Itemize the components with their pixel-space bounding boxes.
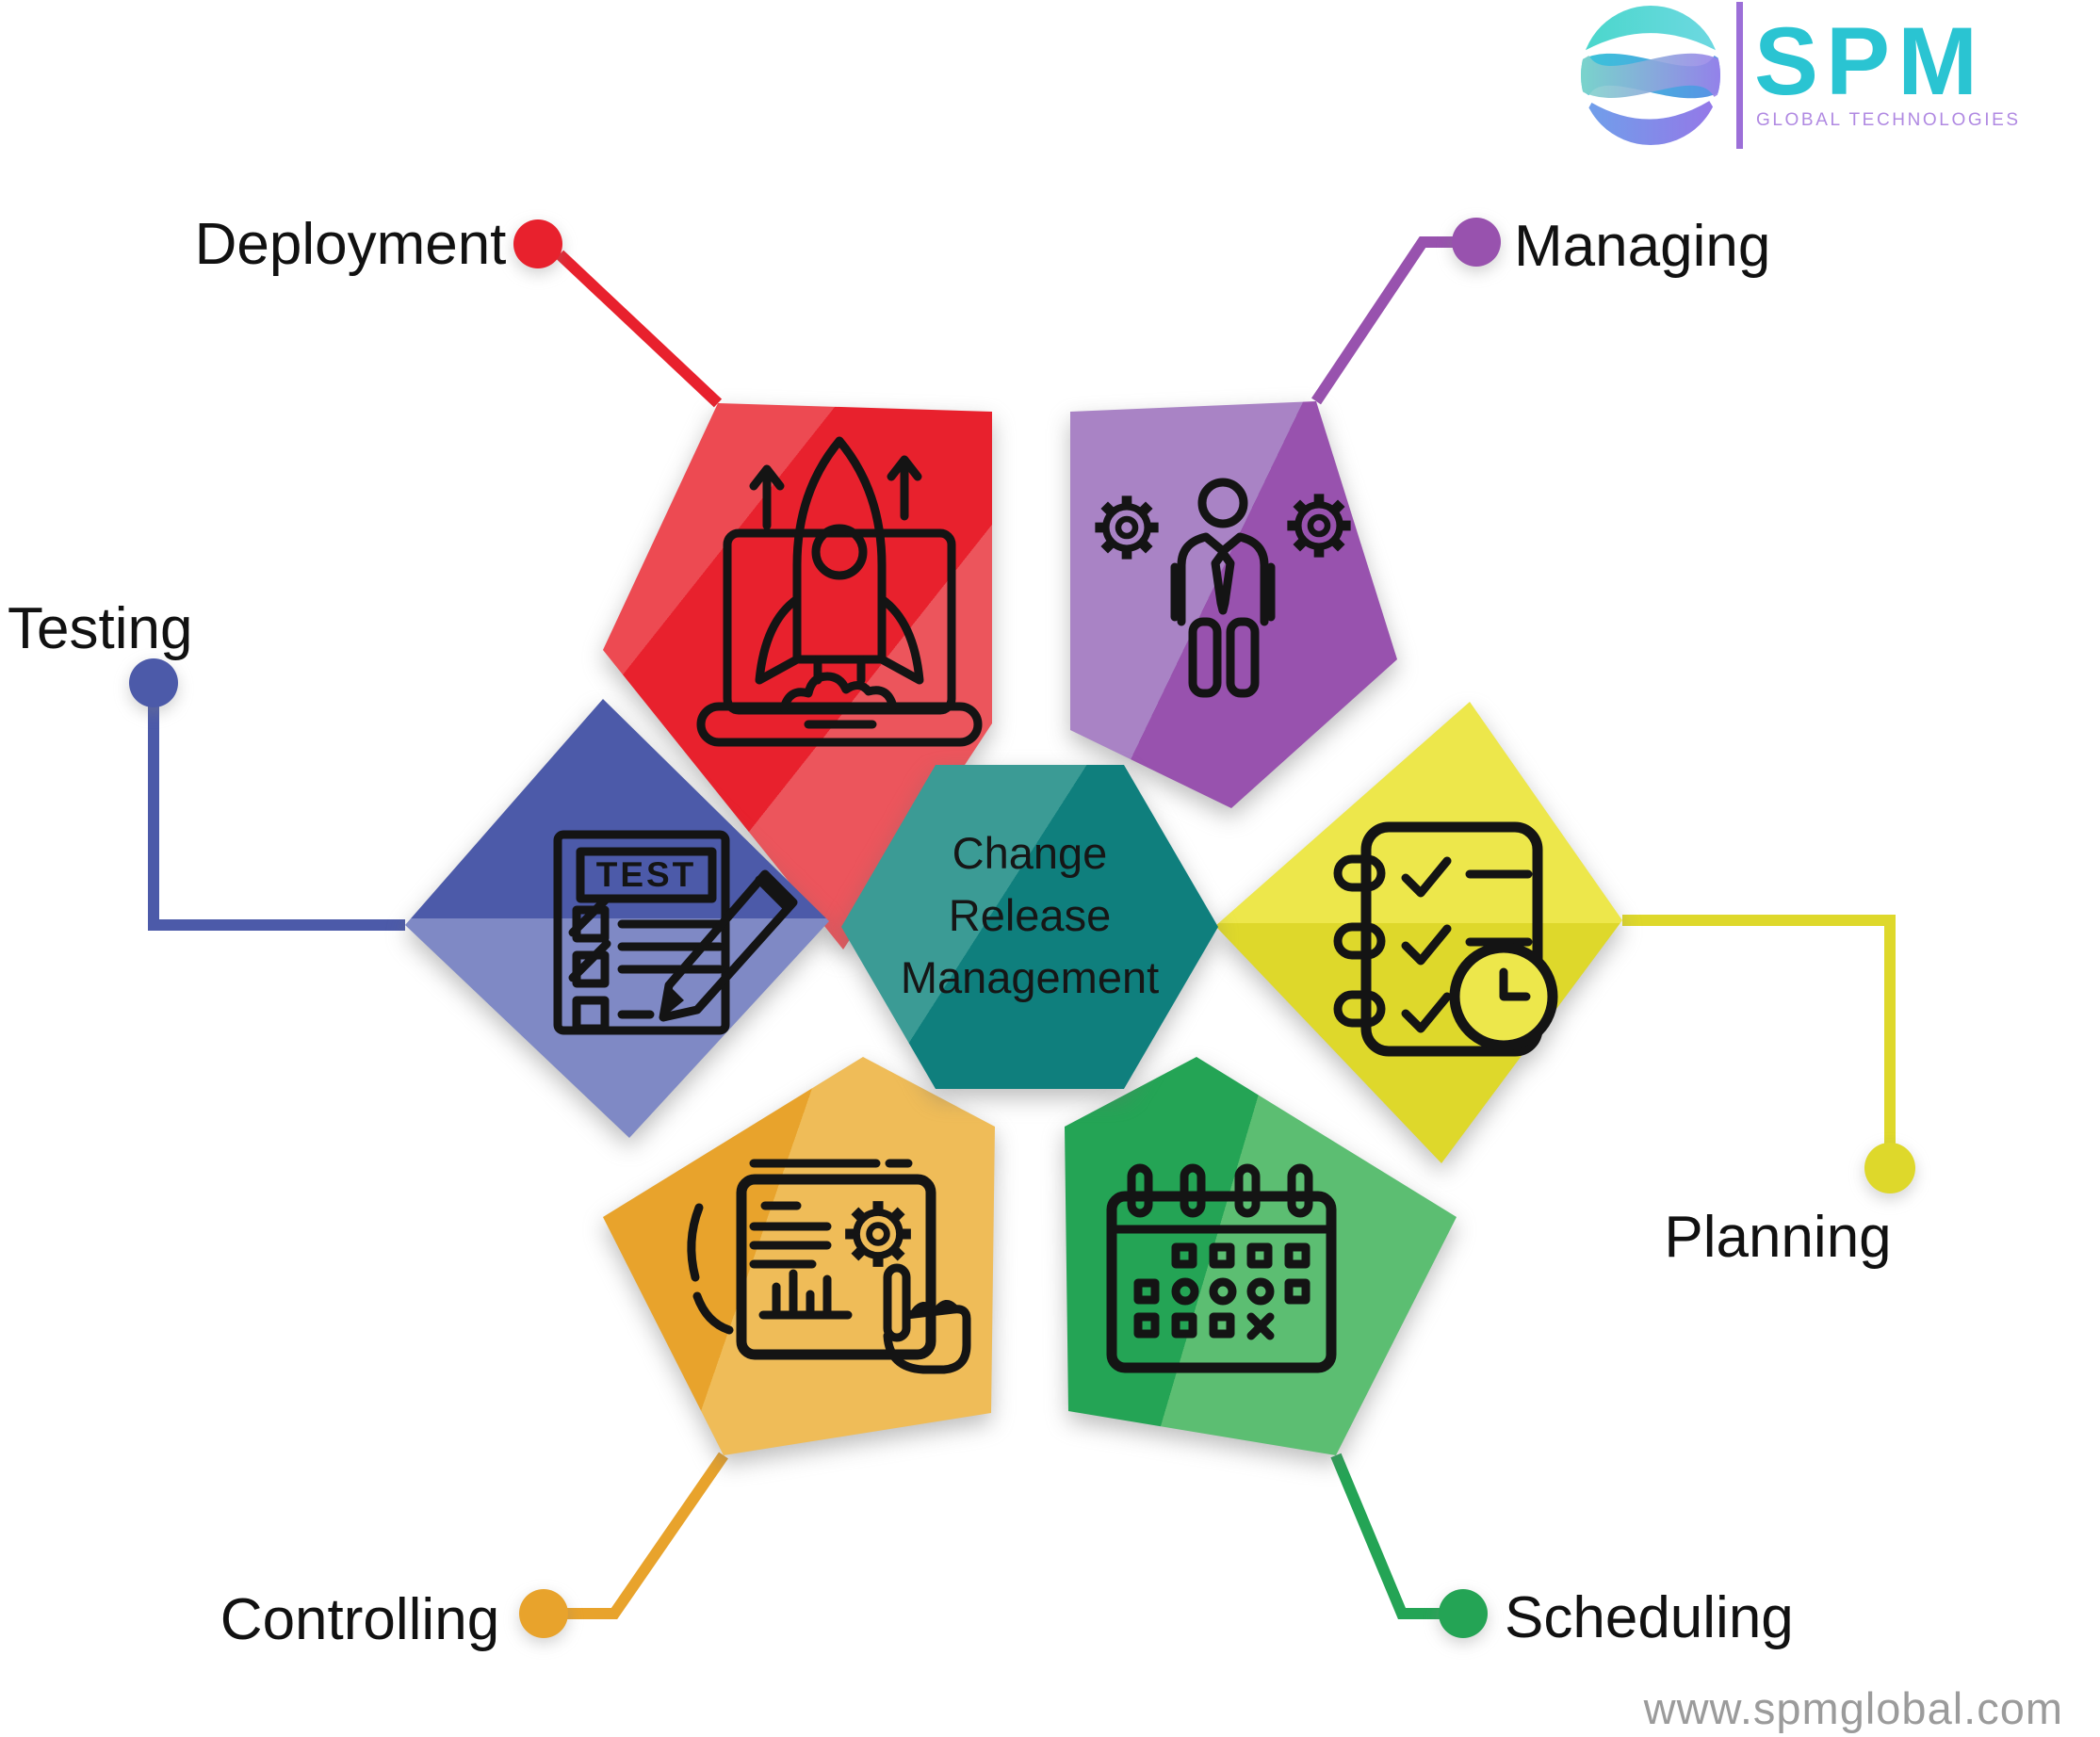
connector-managing <box>1311 236 1454 405</box>
brand-tagline: GLOBAL TECHNOLOGIES <box>1756 110 2021 130</box>
segment-testing: TEST <box>405 699 829 1138</box>
connectors <box>148 236 1896 1619</box>
label-managing: Managing <box>1514 214 1770 279</box>
manager-gears-icon <box>1095 478 1350 698</box>
controlling-shape <box>603 1057 995 1455</box>
center-title-line-1: Change <box>952 828 1108 878</box>
managing-dot <box>1452 218 1501 267</box>
logo-divider <box>1736 2 1743 149</box>
segment-scheduling <box>1065 1057 1457 1455</box>
segment-deployment <box>603 403 992 950</box>
label-scheduling: Scheduling <box>1505 1585 1794 1650</box>
connector-deployment <box>555 250 723 408</box>
spm-sphere-icon <box>1581 6 1720 145</box>
connector-scheduling <box>1330 1453 1441 1619</box>
segment-labels: Deployment Managing Testing Planning Con… <box>8 212 1892 1652</box>
center-hexagon-shape <box>841 765 1218 1089</box>
planning-shape <box>1215 702 1622 1163</box>
website-url: www.spmglobal.com <box>1643 1683 2063 1733</box>
connector-planning <box>1622 915 1896 1145</box>
connector-testing <box>148 705 405 931</box>
managing-shape <box>1070 401 1397 808</box>
planning-dot <box>1864 1143 1915 1193</box>
center-hexagon: Change Release Management <box>841 765 1218 1089</box>
center-title-line-2: Release <box>949 890 1111 940</box>
controlling-dot <box>519 1589 568 1638</box>
center-title-line-3: Management <box>901 952 1159 1002</box>
test-checklist-pencil-icon: TEST <box>553 830 798 1035</box>
segment-planning <box>1215 702 1622 1163</box>
segment-managing <box>1070 401 1397 808</box>
deployment-shape <box>603 403 992 950</box>
scheduling-dot <box>1439 1589 1488 1638</box>
scheduling-shape <box>1065 1057 1457 1455</box>
rocket-launch-icon <box>696 436 983 747</box>
label-planning: Planning <box>1664 1205 1891 1270</box>
label-testing: Testing <box>8 596 192 661</box>
spm-logo: SPM GLOBAL TECHNOLOGIES <box>1581 2 2021 149</box>
label-deployment: Deployment <box>195 212 507 277</box>
label-controlling: Controlling <box>220 1587 499 1652</box>
connector-dots <box>129 218 1915 1638</box>
test-label: TEST <box>596 855 697 894</box>
connector-controlling <box>566 1452 728 1619</box>
brand-wordmark: SPM <box>1754 8 1985 115</box>
testing-dot <box>129 658 178 707</box>
calendar-icon <box>1106 1163 1337 1373</box>
checklist-clock-icon <box>1333 821 1558 1057</box>
deployment-dot <box>513 219 562 268</box>
segment-controlling <box>603 1057 995 1455</box>
tablet-analytics-icon <box>687 1159 971 1374</box>
